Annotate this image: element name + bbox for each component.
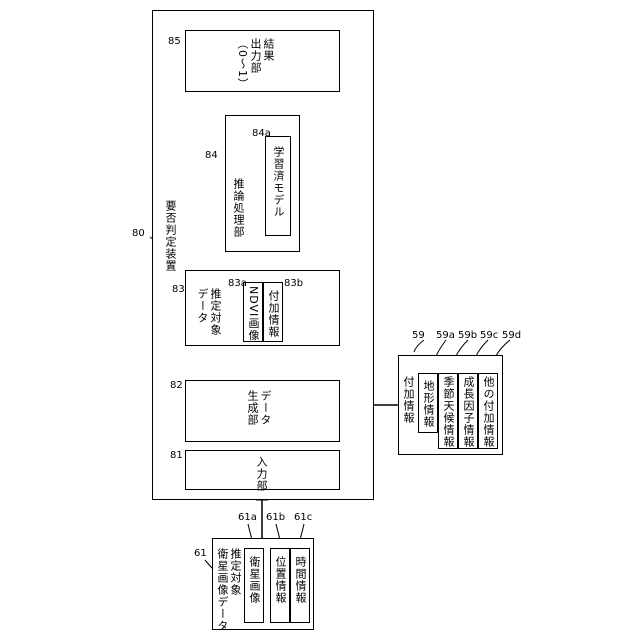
leader-59c — [476, 340, 488, 356]
inference-ref: 84 — [205, 150, 218, 161]
additional-item-label: 他の付加情報 — [482, 376, 495, 448]
leader-59 — [414, 340, 424, 352]
input-label: 入力部 — [255, 456, 268, 492]
data-gen-label: データ 生成部 — [246, 390, 272, 426]
satellite-item-ref: 61b — [266, 512, 285, 523]
additional-label: 付加情報 — [402, 376, 415, 424]
result-ref: 85 — [168, 36, 181, 47]
input-ref: 81 — [170, 450, 183, 461]
ndvi-ref: 83a — [228, 278, 247, 289]
additional-item-ref: 59c — [480, 330, 498, 341]
extra-label: 付加情報 — [267, 290, 280, 338]
satellite-label: 推定対象 衛星画像データ — [216, 548, 242, 632]
satellite-item-ref: 61a — [238, 512, 257, 523]
model-ref: 84a — [252, 128, 271, 139]
satellite-ref: 61 — [194, 548, 207, 559]
device-ref: 80 — [132, 228, 145, 239]
leader-59b — [456, 340, 468, 356]
satellite-item-label: 時間情報 — [294, 556, 307, 604]
data-gen-ref: 82 — [170, 380, 183, 391]
leader-59a — [436, 340, 446, 356]
satellite-item-label: 衛星画像 — [248, 556, 261, 604]
result-label: 結果 出力部 （0～1） — [236, 38, 275, 90]
leader-59d — [496, 340, 510, 356]
extra-ref: 83b — [284, 278, 303, 289]
ndvi-label: NDVI画像 — [247, 286, 260, 341]
additional-item-ref: 59a — [436, 330, 455, 341]
satellite-item-ref: 61c — [294, 512, 312, 523]
additional-item-label: 成長因子情報 — [462, 376, 475, 448]
model-label: 学習済モデル — [272, 146, 285, 218]
target-data-ref: 83 — [172, 284, 185, 295]
target-data-label: 推定対象 データ — [196, 288, 222, 336]
satellite-item-label: 位置情報 — [274, 556, 287, 604]
additional-ref: 59 — [412, 330, 425, 341]
additional-item-ref: 59b — [458, 330, 477, 341]
additional-item-label: 地形情報 — [422, 380, 435, 428]
inference-label: 推論処理部 — [232, 178, 245, 238]
additional-item-label: 季節天候情報 — [442, 376, 455, 448]
device-label: 要否判定装置 — [164, 200, 177, 272]
additional-item-ref: 59d — [502, 330, 521, 341]
